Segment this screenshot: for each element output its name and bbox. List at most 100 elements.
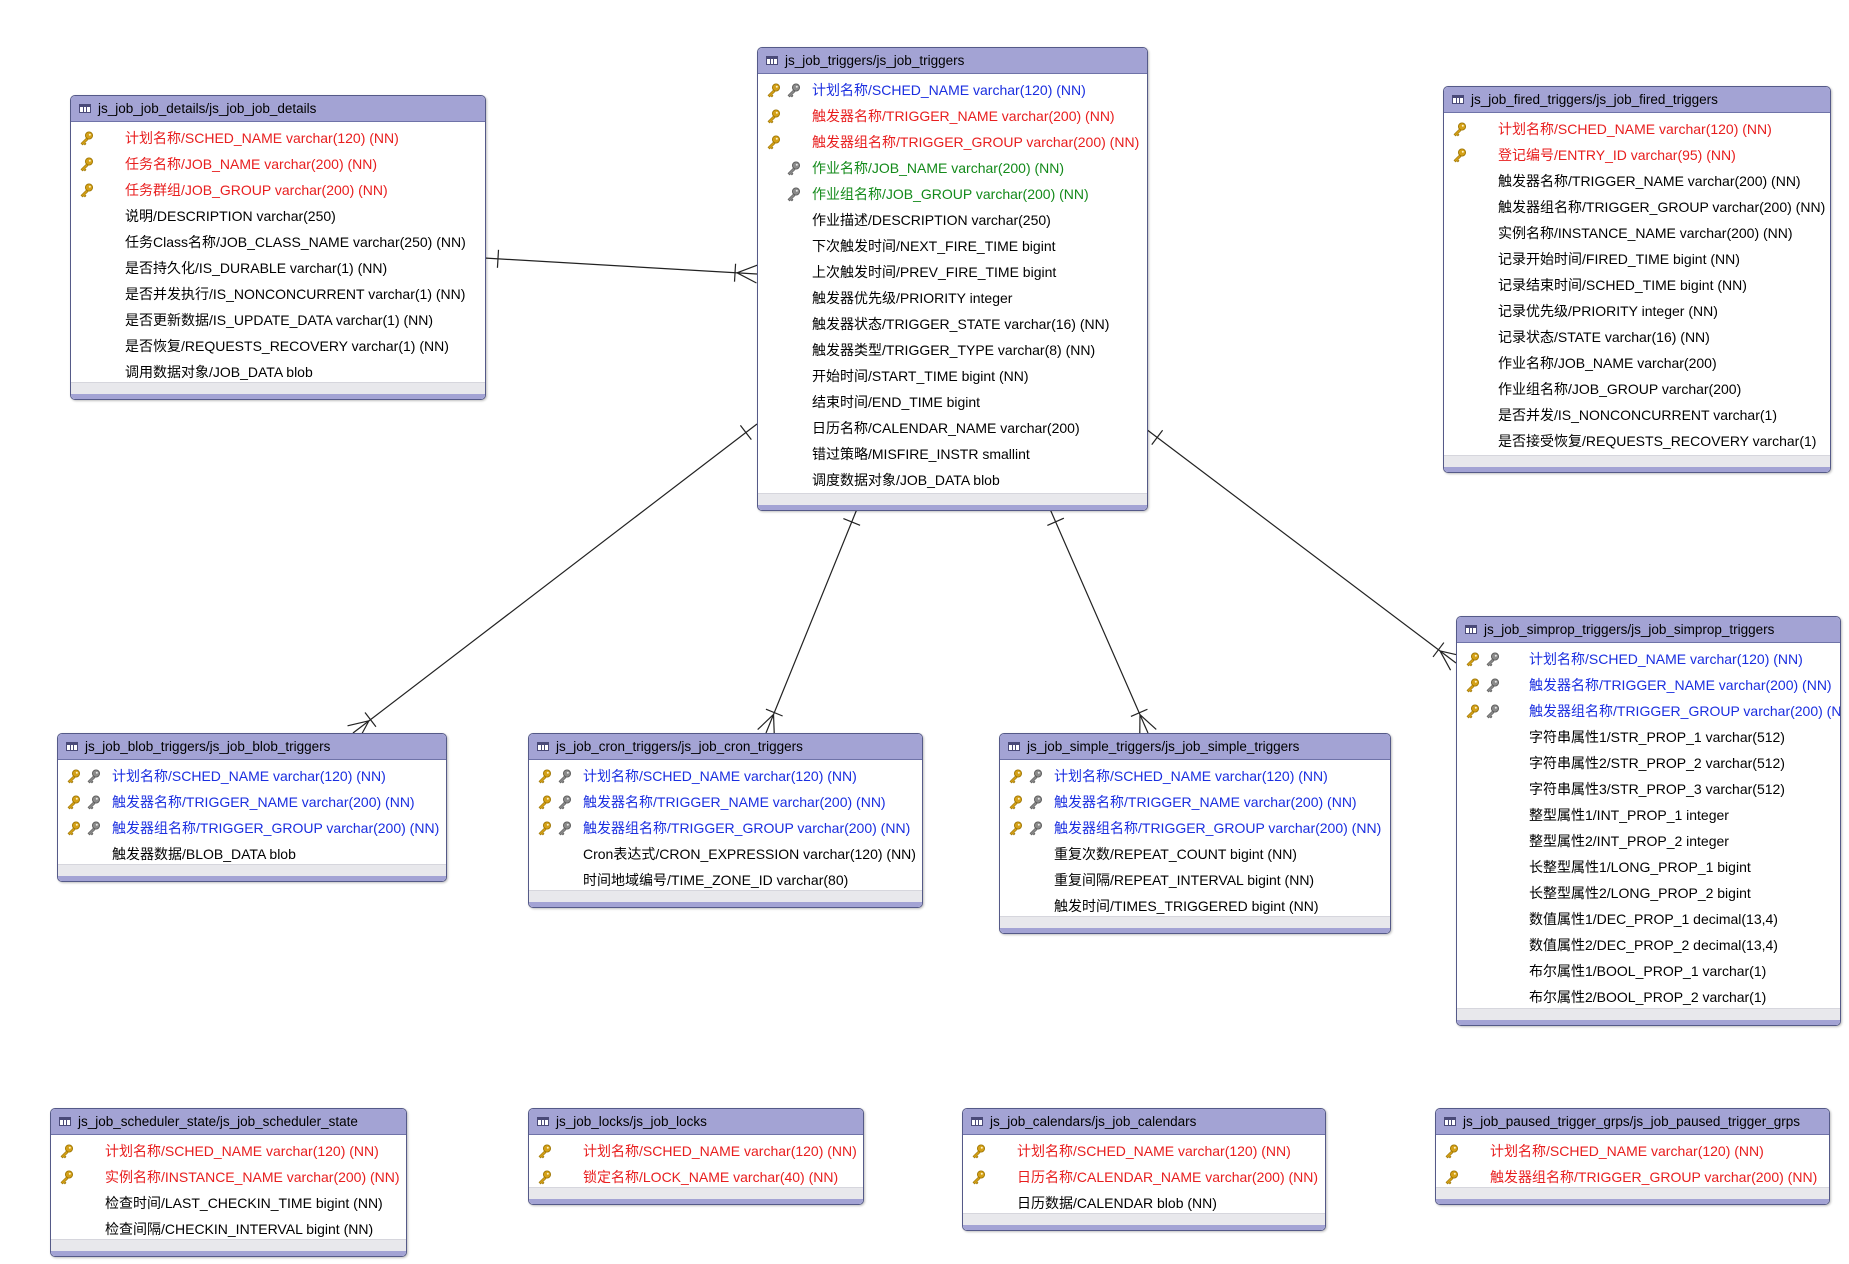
table-row[interactable]: 触发器状态/TRIGGER_STATE varchar(16) (NN) — [758, 311, 1147, 337]
table-header[interactable]: js_job_cron_triggers/js_job_cron_trigger… — [529, 734, 922, 760]
table-row[interactable]: 实例名称/INSTANCE_NAME varchar(200) (NN) — [1444, 220, 1830, 246]
table-row[interactable]: 重复次数/REPEAT_COUNT bigint (NN) — [1000, 841, 1390, 867]
table-row[interactable]: 计划名称/SCHED_NAME varchar(120) (NN) — [71, 125, 485, 151]
table-row[interactable]: 布尔属性1/BOOL_PROP_1 varchar(1) — [1457, 958, 1840, 984]
table-row[interactable]: 字符串属性1/STR_PROP_1 varchar(512) — [1457, 724, 1840, 750]
table-row[interactable]: 触发器优先级/PRIORITY integer — [758, 285, 1147, 311]
table-row[interactable]: 触发器组名称/TRIGGER_GROUP varchar(200) (NN) — [1000, 815, 1390, 841]
table-cron-triggers[interactable]: js_job_cron_triggers/js_job_cron_trigger… — [528, 733, 923, 908]
table-row[interactable]: 触发器组名称/TRIGGER_GROUP varchar(200) (NN) — [58, 815, 446, 841]
table-header[interactable]: js_job_triggers/js_job_triggers — [758, 48, 1147, 74]
table-row[interactable]: 触发器组名称/TRIGGER_GROUP varchar(200) (NN) — [758, 129, 1147, 155]
table-header[interactable]: js_job_simple_triggers/js_job_simple_tri… — [1000, 734, 1390, 760]
table-row[interactable]: 计划名称/SCHED_NAME varchar(120) (NN) — [529, 1138, 863, 1164]
table-row[interactable]: 计划名称/SCHED_NAME varchar(120) (NN) — [1436, 1138, 1829, 1164]
table-header[interactable]: js_job_simprop_triggers/js_job_simprop_t… — [1457, 617, 1840, 643]
table-header[interactable]: js_job_fired_triggers/js_job_fired_trigg… — [1444, 87, 1830, 113]
table-row[interactable]: 触发器组名称/TRIGGER_GROUP varchar(200) (NN) — [1444, 194, 1830, 220]
table-row[interactable]: 是否并发执行/IS_NONCONCURRENT varchar(1) (NN) — [71, 281, 485, 307]
table-locks[interactable]: js_job_locks/js_job_locks 计划名称/SCHED_NAME… — [528, 1108, 864, 1205]
table-row[interactable]: 计划名称/SCHED_NAME varchar(120) (NN) — [1444, 116, 1830, 142]
table-row[interactable]: 是否持久化/IS_DURABLE varchar(1) (NN) — [71, 255, 485, 281]
table-calendars[interactable]: js_job_calendars/js_job_calendars 计划名称/SC… — [962, 1108, 1326, 1231]
table-row[interactable]: 触发器名称/TRIGGER_NAME varchar(200) (NN) — [58, 789, 446, 815]
table-header[interactable]: js_job_calendars/js_job_calendars — [963, 1109, 1325, 1135]
table-row[interactable]: 触发器名称/TRIGGER_NAME varchar(200) (NN) — [1444, 168, 1830, 194]
table-row[interactable]: 日历名称/CALENDAR_NAME varchar(200) — [758, 415, 1147, 441]
table-header[interactable]: js_job_job_details/js_job_job_details — [71, 96, 485, 122]
table-row[interactable]: 结束时间/END_TIME bigint — [758, 389, 1147, 415]
table-row[interactable]: 上次触发时间/PREV_FIRE_TIME bigint — [758, 259, 1147, 285]
table-row[interactable]: 布尔属性2/BOOL_PROP_2 varchar(1) — [1457, 984, 1840, 1010]
table-row[interactable]: 任务Class名称/JOB_CLASS_NAME varchar(250) (N… — [71, 229, 485, 255]
table-row[interactable]: 开始时间/START_TIME bigint (NN) — [758, 363, 1147, 389]
table-row[interactable]: 错过策略/MISFIRE_INSTR smallint — [758, 441, 1147, 467]
table-row[interactable]: 数值属性1/DEC_PROP_1 decimal(13,4) — [1457, 906, 1840, 932]
table-row[interactable]: 触发器名称/TRIGGER_NAME varchar(200) (NN) — [1000, 789, 1390, 815]
table-header[interactable]: js_job_locks/js_job_locks — [529, 1109, 863, 1135]
table-row[interactable]: 字符串属性2/STR_PROP_2 varchar(512) — [1457, 750, 1840, 776]
table-row[interactable]: 计划名称/SCHED_NAME varchar(120) (NN) — [51, 1138, 406, 1164]
table-row[interactable]: Cron表达式/CRON_EXPRESSION varchar(120) (NN… — [529, 841, 922, 867]
table-row[interactable]: 登记编号/ENTRY_ID varchar(95) (NN) — [1444, 142, 1830, 168]
table-fired-triggers[interactable]: js_job_fired_triggers/js_job_fired_trigg… — [1443, 86, 1831, 473]
table-row[interactable]: 记录开始时间/FIRED_TIME bigint (NN) — [1444, 246, 1830, 272]
table-row[interactable]: 计划名称/SCHED_NAME varchar(120) (NN) — [758, 77, 1147, 103]
table-row[interactable]: 触发器类型/TRIGGER_TYPE varchar(8) (NN) — [758, 337, 1147, 363]
table-row[interactable]: 整型属性1/INT_PROP_1 integer — [1457, 802, 1840, 828]
table-scheduler-state[interactable]: js_job_scheduler_state/js_job_scheduler_… — [50, 1108, 407, 1257]
table-row[interactable]: 记录状态/STATE varchar(16) (NN) — [1444, 324, 1830, 350]
table-simple-triggers[interactable]: js_job_simple_triggers/js_job_simple_tri… — [999, 733, 1391, 934]
table-row[interactable]: 作业名称/JOB_NAME varchar(200) — [1444, 350, 1830, 376]
table-row[interactable]: 调度数据对象/JOB_DATA blob — [758, 467, 1147, 493]
table-row[interactable]: 计划名称/SCHED_NAME varchar(120) (NN) — [1457, 646, 1840, 672]
table-row[interactable]: 触发器名称/TRIGGER_NAME varchar(200) (NN) — [529, 789, 922, 815]
table-row[interactable]: 触发器名称/TRIGGER_NAME varchar(200) (NN) — [758, 103, 1147, 129]
table-row[interactable]: 任务名称/JOB_NAME varchar(200) (NN) — [71, 151, 485, 177]
table-row[interactable]: 计划名称/SCHED_NAME varchar(120) (NN) — [529, 763, 922, 789]
table-blob-triggers[interactable]: js_job_blob_triggers/js_job_blob_trigger… — [57, 733, 447, 882]
table-row[interactable]: 触发器名称/TRIGGER_NAME varchar(200) (NN) — [1457, 672, 1840, 698]
table-row[interactable]: 是否更新数据/IS_UPDATE_DATA varchar(1) (NN) — [71, 307, 485, 333]
table-row[interactable]: 时间地域编号/TIME_ZONE_ID varchar(80) — [529, 867, 922, 893]
table-row[interactable]: 记录优先级/PRIORITY integer (NN) — [1444, 298, 1830, 324]
table-paused-trigger-grps[interactable]: js_job_paused_trigger_grps/js_job_paused… — [1435, 1108, 1830, 1205]
table-row[interactable]: 是否接受恢复/REQUESTS_RECOVERY varchar(1) — [1444, 428, 1830, 454]
table-row[interactable]: 长整型属性2/LONG_PROP_2 bigint — [1457, 880, 1840, 906]
table-row[interactable]: 触发时间/TIMES_TRIGGERED bigint (NN) — [1000, 893, 1390, 919]
table-job-details[interactable]: js_job_job_details/js_job_job_details 计划名… — [70, 95, 486, 400]
table-row[interactable]: 数值属性2/DEC_PROP_2 decimal(13,4) — [1457, 932, 1840, 958]
table-triggers[interactable]: js_job_triggers/js_job_triggers 计划名称/SCHE… — [757, 47, 1148, 511]
table-row[interactable]: 是否并发/IS_NONCONCURRENT varchar(1) — [1444, 402, 1830, 428]
table-row[interactable]: 触发器组名称/TRIGGER_GROUP varchar(200) (NN) — [1436, 1164, 1829, 1190]
table-row[interactable]: 重复间隔/REPEAT_INTERVAL bigint (NN) — [1000, 867, 1390, 893]
table-row[interactable]: 锁定名称/LOCK_NAME varchar(40) (NN) — [529, 1164, 863, 1190]
table-row[interactable]: 日历名称/CALENDAR_NAME varchar(200) (NN) — [963, 1164, 1325, 1190]
table-row[interactable]: 检查时间/LAST_CHECKIN_TIME bigint (NN) — [51, 1190, 406, 1216]
table-row[interactable]: 触发器组名称/TRIGGER_GROUP varchar(200) (NN) — [529, 815, 922, 841]
table-row[interactable]: 触发器组名称/TRIGGER_GROUP varchar(200) (NN) — [1457, 698, 1840, 724]
table-row[interactable]: 任务群组/JOB_GROUP varchar(200) (NN) — [71, 177, 485, 203]
table-row[interactable]: 作业组名称/JOB_GROUP varchar(200) — [1444, 376, 1830, 402]
table-header[interactable]: js_job_blob_triggers/js_job_blob_trigger… — [58, 734, 446, 760]
table-row[interactable]: 检查间隔/CHECKIN_INTERVAL bigint (NN) — [51, 1216, 406, 1242]
table-row[interactable]: 计划名称/SCHED_NAME varchar(120) (NN) — [963, 1138, 1325, 1164]
table-row[interactable]: 整型属性2/INT_PROP_2 integer — [1457, 828, 1840, 854]
table-row[interactable]: 实例名称/INSTANCE_NAME varchar(200) (NN) — [51, 1164, 406, 1190]
table-simprop-triggers[interactable]: js_job_simprop_triggers/js_job_simprop_t… — [1456, 616, 1841, 1026]
table-row[interactable]: 调用数据对象/JOB_DATA blob — [71, 359, 485, 385]
table-row[interactable]: 作业组名称/JOB_GROUP varchar(200) (NN) — [758, 181, 1147, 207]
table-row[interactable]: 触发器数据/BLOB_DATA blob — [58, 841, 446, 867]
table-row[interactable]: 作业名称/JOB_NAME varchar(200) (NN) — [758, 155, 1147, 181]
table-row[interactable]: 说明/DESCRIPTION varchar(250) — [71, 203, 485, 229]
table-row[interactable]: 日历数据/CALENDAR blob (NN) — [963, 1190, 1325, 1216]
table-header[interactable]: js_job_scheduler_state/js_job_scheduler_… — [51, 1109, 406, 1135]
table-row[interactable]: 下次触发时间/NEXT_FIRE_TIME bigint — [758, 233, 1147, 259]
table-row[interactable]: 作业描述/DESCRIPTION varchar(250) — [758, 207, 1147, 233]
table-row[interactable]: 长整型属性1/LONG_PROP_1 bigint — [1457, 854, 1840, 880]
table-row[interactable]: 是否恢复/REQUESTS_RECOVERY varchar(1) (NN) — [71, 333, 485, 359]
table-row[interactable]: 计划名称/SCHED_NAME varchar(120) (NN) — [1000, 763, 1390, 789]
table-header[interactable]: js_job_paused_trigger_grps/js_job_paused… — [1436, 1109, 1829, 1135]
table-row[interactable]: 字符串属性3/STR_PROP_3 varchar(512) — [1457, 776, 1840, 802]
table-row[interactable]: 记录结束时间/SCHED_TIME bigint (NN) — [1444, 272, 1830, 298]
